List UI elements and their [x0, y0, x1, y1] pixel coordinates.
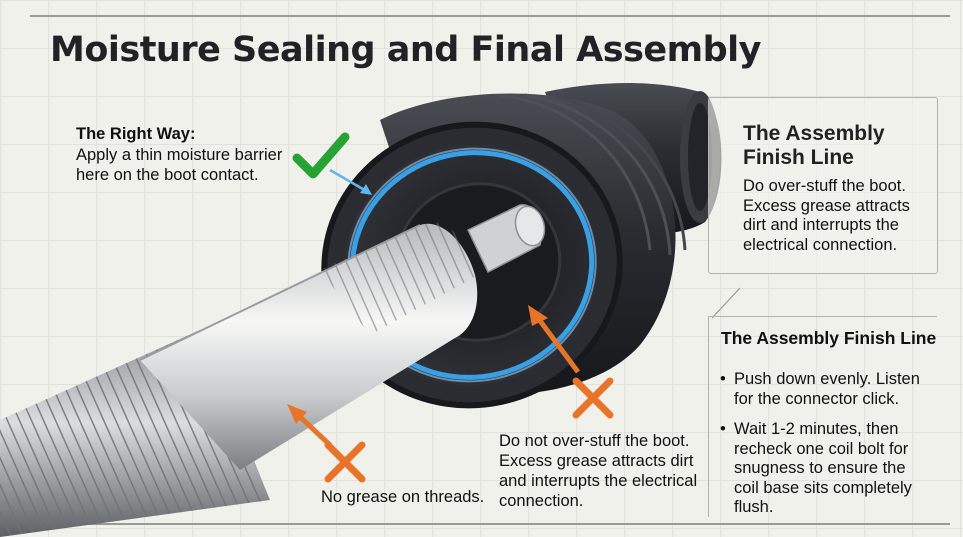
right-way-callout: The Right Way: Apply a thin moisture bar…: [76, 124, 306, 185]
list-item-text: Push down evenly. Listen for the connect…: [734, 370, 920, 408]
threads-warning-callout: No grease on threads.: [321, 488, 485, 506]
finish-steps-list: • Push down evenly. Listen for the conne…: [720, 370, 932, 529]
assembly-finish-card-top: The Assembly Finish Line Do over-stuff t…: [708, 97, 938, 274]
threads-warning-arrow: [287, 404, 332, 447]
list-item: • Wait 1-2 minutes, then recheck one coi…: [720, 420, 932, 518]
card-leader-line: [711, 287, 741, 319]
bullet: •: [720, 420, 726, 438]
x-icon: [572, 377, 614, 419]
frame-top-line: [30, 15, 950, 17]
check-icon: [292, 132, 350, 179]
boot-warning-callout: Do not over-stuff the boot. Excess greas…: [499, 432, 698, 510]
spark-plug-terminal: [467, 204, 546, 274]
spark-plug-insulator: [139, 221, 478, 470]
list-item: • Push down evenly. Listen for the conne…: [720, 370, 932, 409]
card-top-heading: The Assembly Finish Line: [743, 122, 885, 169]
right-way-heading: The Right Way:: [76, 125, 196, 143]
card-top-text: Do over-stuff the boot. Excess grease at…: [743, 177, 910, 254]
frame-bottom-line: [30, 523, 950, 525]
card-bottom-heading: The Assembly Finish Line: [721, 328, 937, 348]
page-title: Moisture Sealing and Final Assembly: [50, 30, 761, 70]
assembly-finish-card-bottom: The Assembly Finish Line • Push down eve…: [708, 316, 937, 517]
boot-warning-arrow: [528, 305, 581, 374]
right-way-text: Apply a thin moisture barrier here on th…: [76, 146, 283, 184]
list-item-text: Wait 1-2 minutes, then recheck one coil …: [734, 420, 912, 516]
x-icon: [324, 441, 366, 483]
right-way-pointer: [329, 168, 372, 195]
bullet: •: [720, 370, 726, 388]
